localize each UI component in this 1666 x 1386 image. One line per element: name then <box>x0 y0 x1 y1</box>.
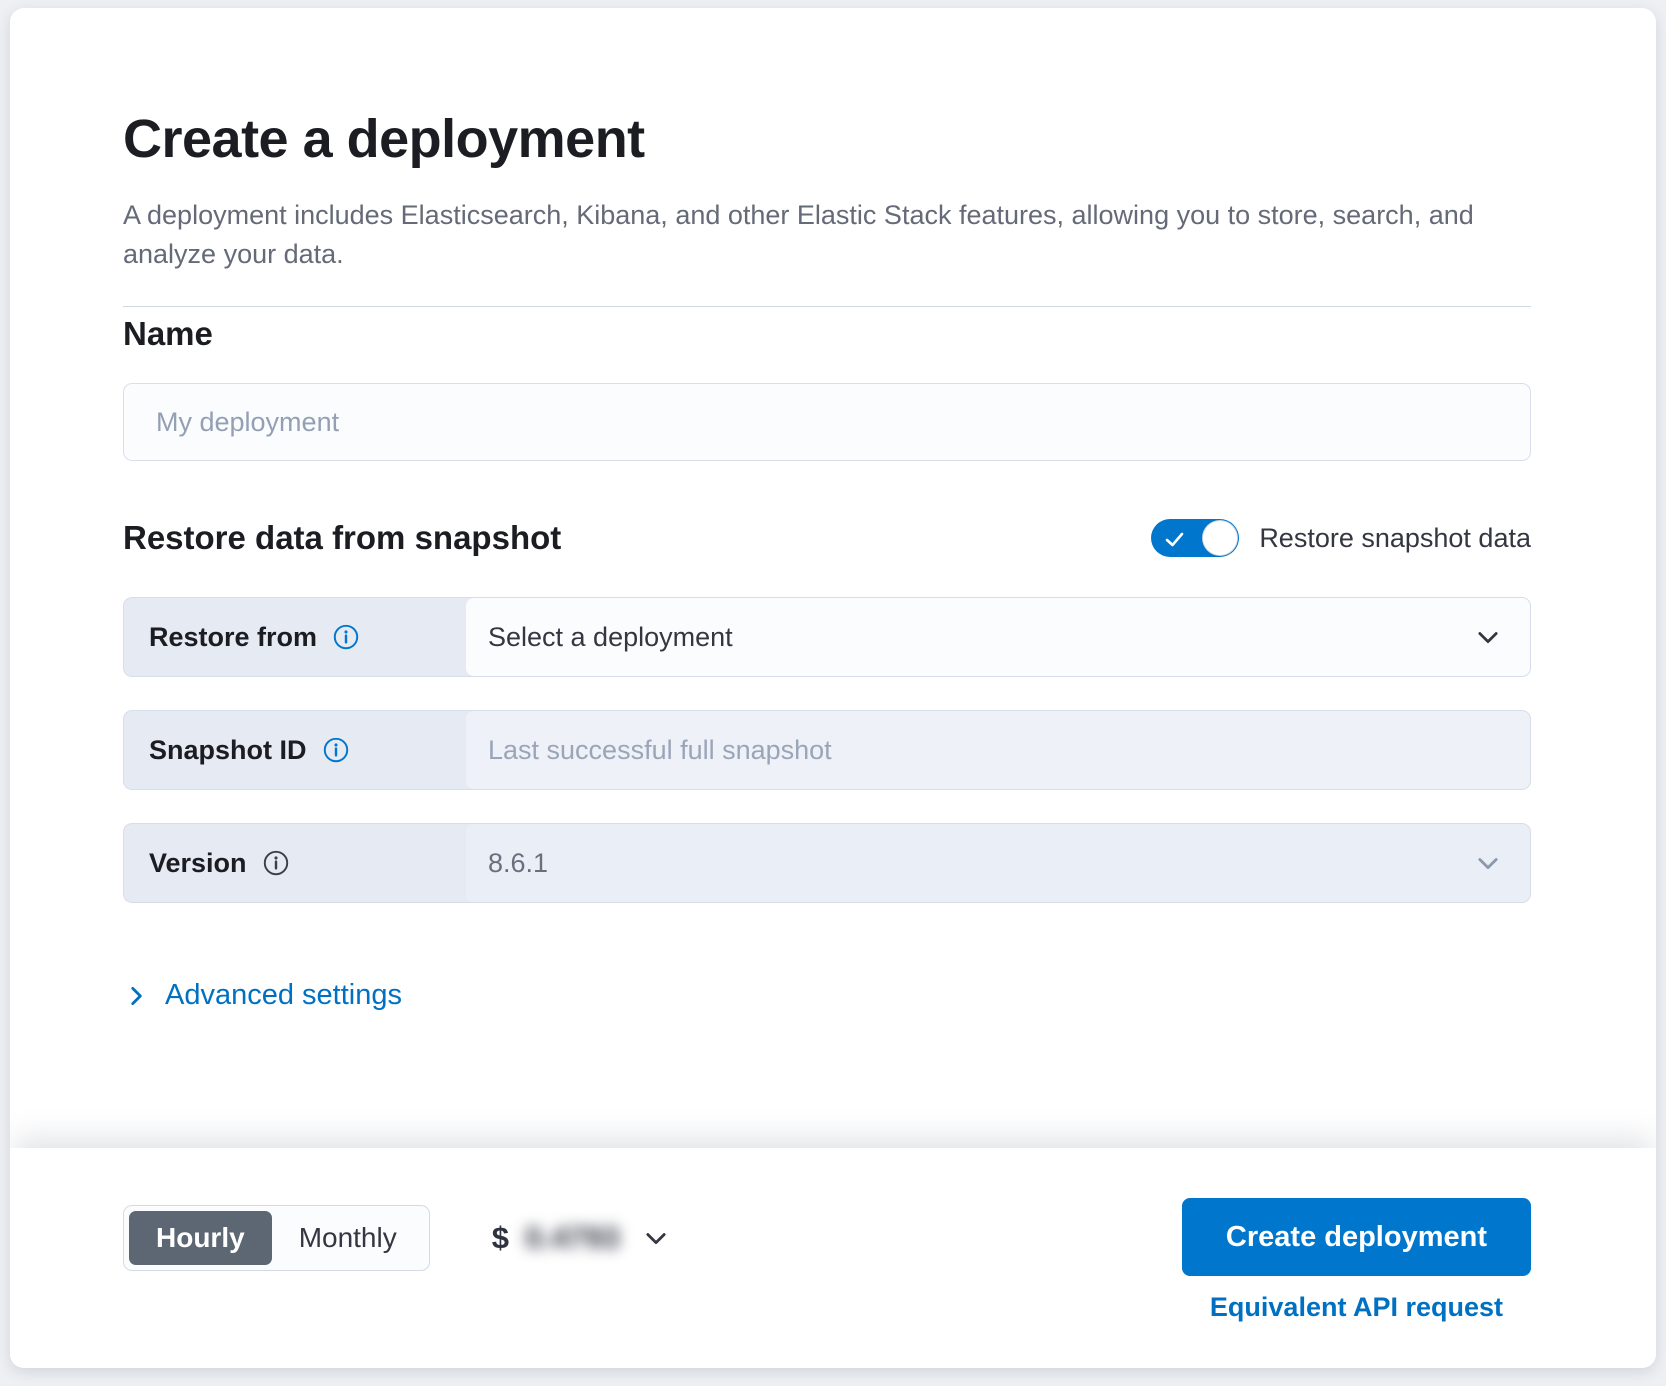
snapshot-id-input: Last successful full snapshot <box>466 711 1530 790</box>
create-deployment-button[interactable]: Create deployment <box>1181 1198 1531 1276</box>
restore-from-select[interactable]: Select a deployment <box>466 598 1530 677</box>
version-select: 8.6.1 <box>466 824 1530 903</box>
deployment-name-input[interactable] <box>123 383 1531 462</box>
restore-from-label: Restore from <box>149 621 318 652</box>
name-heading: Name <box>123 315 213 353</box>
snapshot-id-row: Snapshot ID Last successful full snapsho… <box>123 710 1531 791</box>
price-value-blurred: 0.4793 <box>524 1220 620 1255</box>
info-icon[interactable] <box>333 624 359 650</box>
toggle-knob <box>1203 521 1238 556</box>
chevron-down-icon <box>1478 632 1498 644</box>
snapshot-id-label: Snapshot ID <box>149 734 307 765</box>
version-label-cell: Version <box>124 824 466 902</box>
billing-hourly-button[interactable]: Hourly <box>129 1211 272 1265</box>
check-icon <box>1166 532 1184 547</box>
billing-monthly-button[interactable]: Monthly <box>272 1211 424 1265</box>
snapshot-id-placeholder: Last successful full snapshot <box>488 734 832 765</box>
snapshot-id-label-cell: Snapshot ID <box>124 711 466 789</box>
info-icon[interactable] <box>323 737 349 763</box>
bottom-bar: Hourly Monthly $ 0.4793 Create deploymen… <box>10 1148 1656 1368</box>
restore-toggle-label: Restore snapshot data <box>1259 522 1531 553</box>
price-currency: $ <box>491 1220 509 1255</box>
divider <box>123 306 1531 308</box>
restore-snapshot-toggle[interactable] <box>1151 519 1240 558</box>
version-row: Version 8.6.1 <box>123 823 1531 904</box>
advanced-settings-link[interactable]: Advanced settings <box>123 979 402 1012</box>
advanced-settings-label: Advanced settings <box>165 979 402 1012</box>
chevron-right-icon <box>131 986 142 1005</box>
equivalent-api-request-link[interactable]: Equivalent API request <box>1209 1292 1503 1322</box>
billing-interval-toggle: Hourly Monthly <box>123 1205 430 1271</box>
version-label: Version <box>149 847 247 878</box>
page-subtitle: A deployment includes Elasticsearch, Kib… <box>123 200 1474 270</box>
chevron-down-icon <box>646 1233 666 1245</box>
restore-from-value: Select a deployment <box>488 621 733 652</box>
restore-section-heading: Restore data from snapshot <box>123 519 562 557</box>
page-title: Create a deployment <box>123 109 645 169</box>
main-content: Create a deployment A deployment include… <box>10 8 1656 1148</box>
price-dropdown[interactable]: $ 0.4793 <box>492 1220 670 1256</box>
info-icon[interactable] <box>263 850 289 876</box>
chevron-down-icon <box>1478 858 1498 870</box>
restore-from-label-cell: Restore from <box>124 598 466 676</box>
create-deployment-card: Create a deployment A deployment include… <box>10 8 1656 1368</box>
restore-from-row: Restore from Select a deployment <box>123 597 1531 678</box>
version-value: 8.6.1 <box>488 847 549 878</box>
